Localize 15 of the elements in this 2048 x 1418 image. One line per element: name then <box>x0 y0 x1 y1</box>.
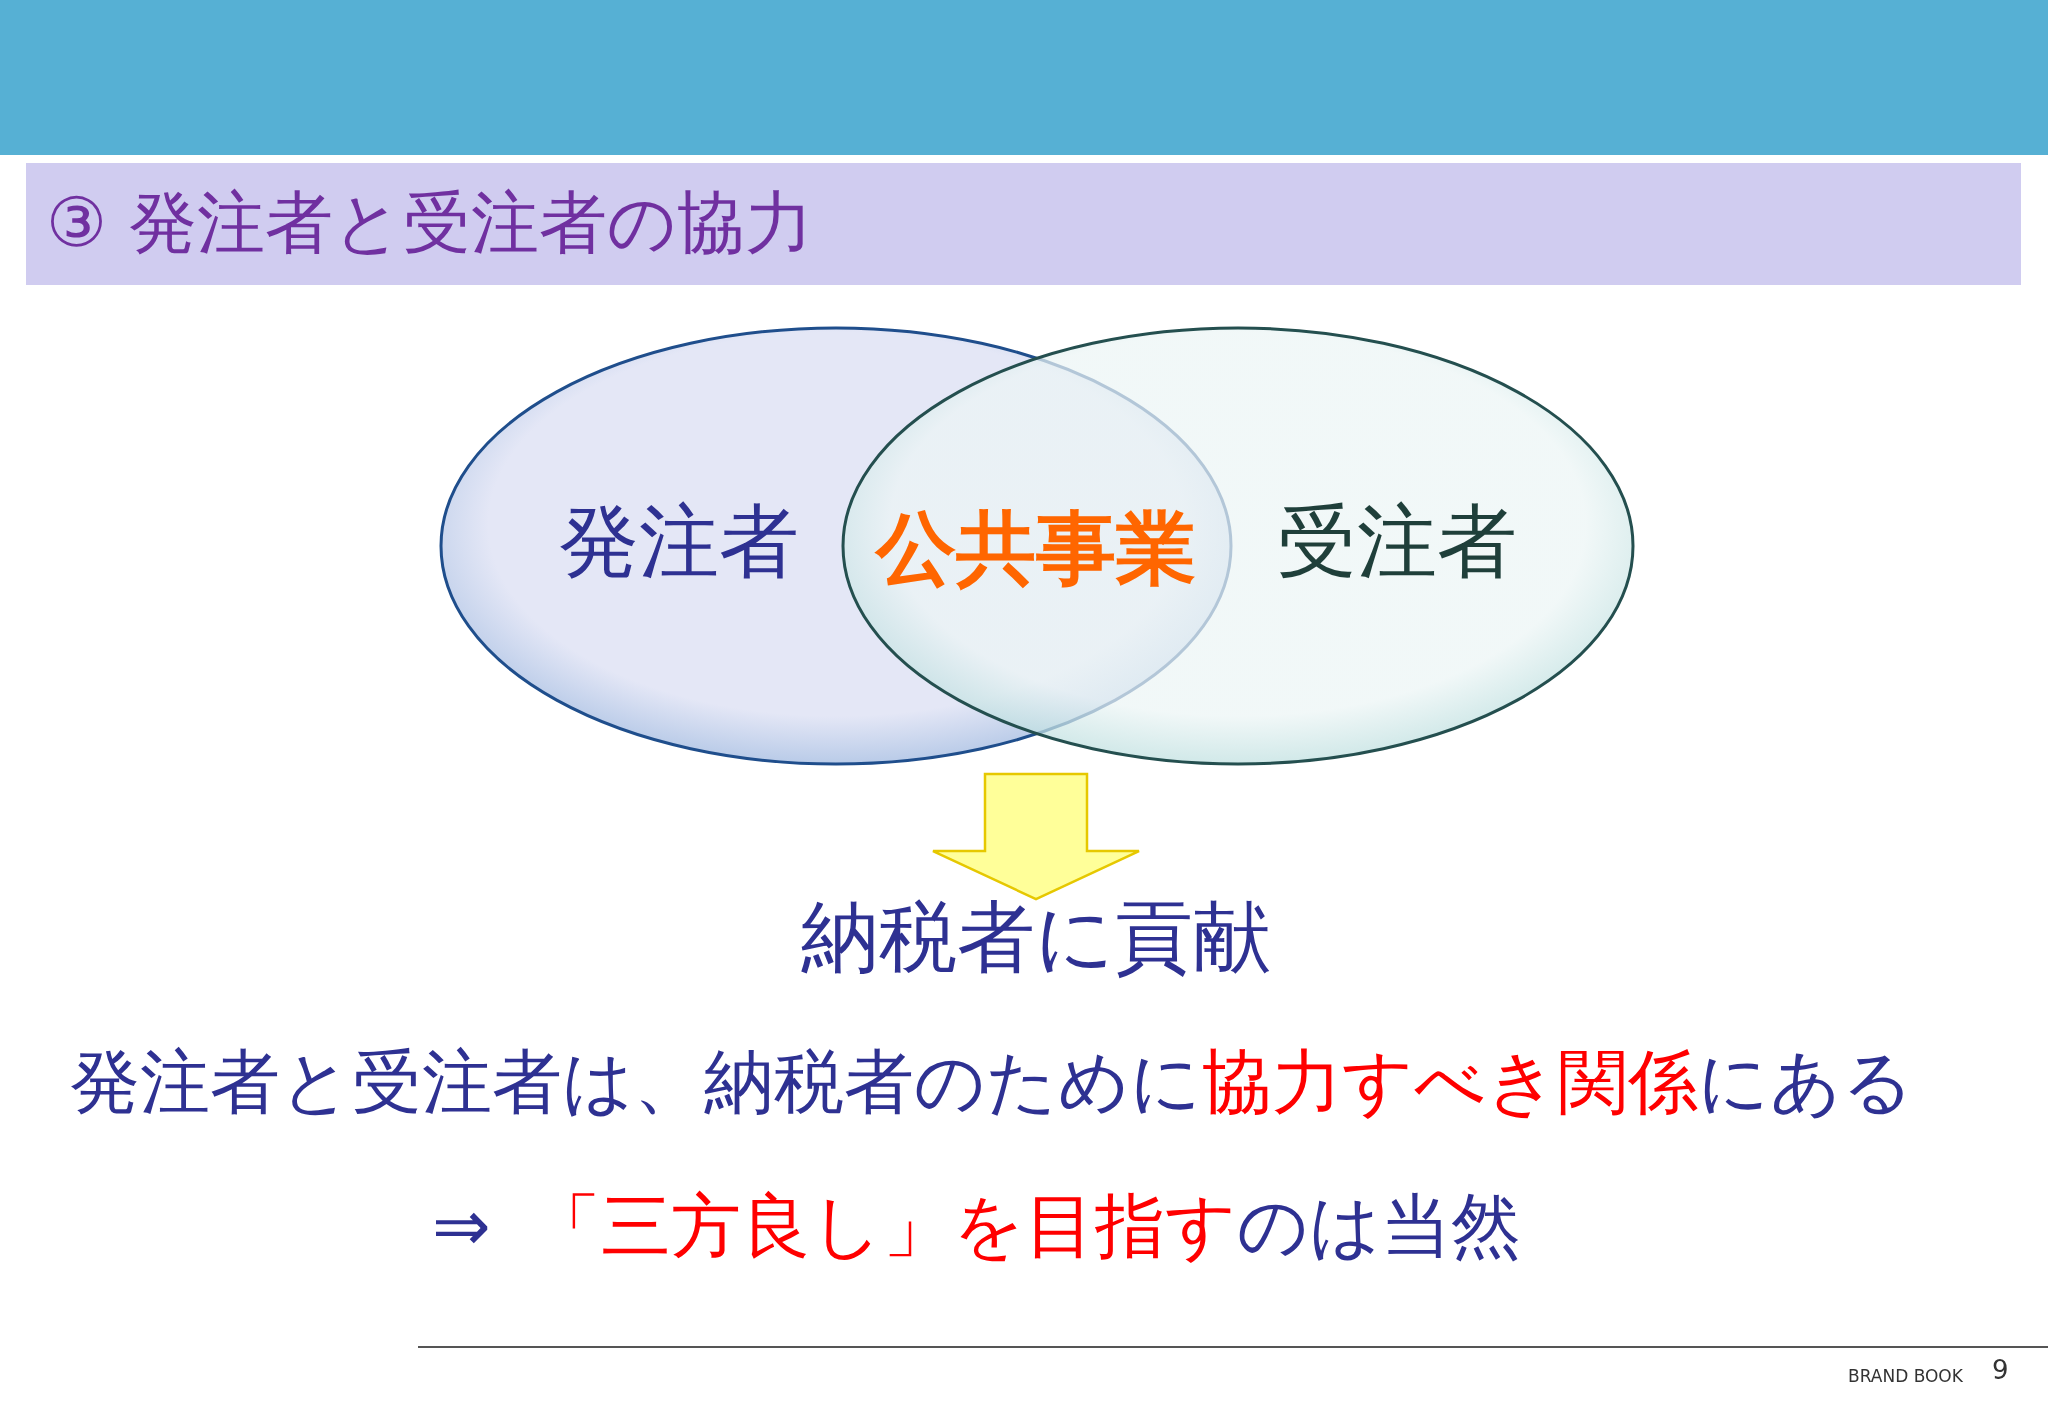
ellipse <box>841 326 1635 766</box>
page-number: 9 <box>1992 1355 2009 1385</box>
sentence-text: 発注者と受注者は、納税者のために <box>70 1041 1202 1123</box>
sentence-text: のは当然 <box>1236 1185 1521 1267</box>
sentence-text: 協力すべき関係 <box>1202 1041 1698 1123</box>
footer-text: BRAND BOOK <box>1848 1366 1963 1386</box>
node-text: 公共事業 <box>876 505 1196 593</box>
sentence-text: ⇒ <box>432 1185 491 1267</box>
sentence-text: 「三方良し」を目指す <box>530 1185 1237 1267</box>
title: ③ 発注者と受注者の協力 <box>46 183 813 263</box>
ellipse-label: 受注者 <box>1277 498 1517 586</box>
node-text: 納税者に貢献 <box>801 895 1271 981</box>
sentence-text: にある <box>1698 1041 1914 1123</box>
block-arrow <box>931 772 1141 901</box>
ellipse-label: 発注者 <box>559 498 799 586</box>
